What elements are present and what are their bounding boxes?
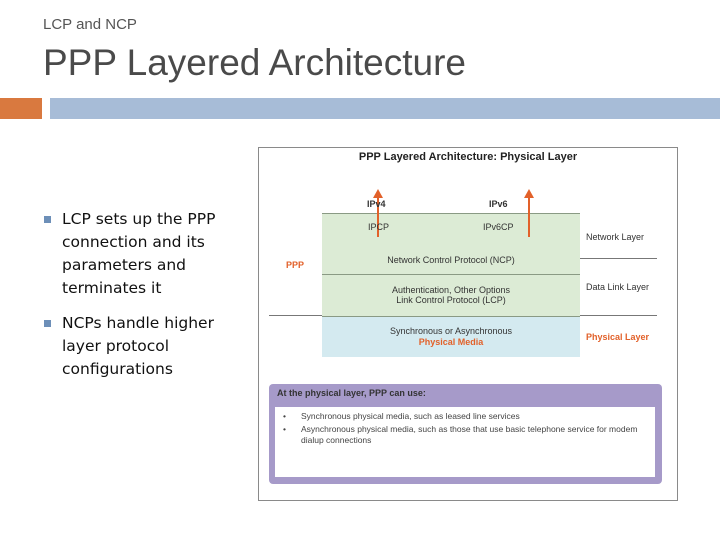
square-bullet-icon bbox=[44, 216, 51, 223]
ncp-label: Network Control Protocol (NCP) bbox=[387, 255, 515, 265]
square-bullet-icon bbox=[44, 320, 51, 327]
slide-title: PPP Layered Architecture bbox=[43, 42, 467, 83]
physical-layer-info-panel: At the physical layer, PPP can use: • Sy… bbox=[269, 384, 662, 484]
ipv4-label: IPv4 bbox=[367, 199, 386, 209]
lcp-label-line2: Link Control Protocol (LCP) bbox=[396, 295, 506, 305]
bullet-dot: • bbox=[283, 424, 286, 434]
physical-layer-label: Physical Layer bbox=[586, 332, 650, 342]
slide-subtitle: LCP and NCP bbox=[43, 16, 137, 33]
panel-item-text: Asynchronous physical media, such as tho… bbox=[301, 424, 638, 445]
network-layer-label: Network Layer bbox=[586, 232, 645, 242]
data-link-layer-label: Data Link Layer bbox=[586, 282, 650, 292]
figure-title: PPP Layered Architecture: Physical Layer bbox=[358, 151, 578, 163]
panel-item-text: Synchronous physical media, such as leas… bbox=[301, 411, 520, 421]
bullet-text: NCPs handle higher layer protocol config… bbox=[62, 314, 214, 378]
ipv6cp-label: IPv6CP bbox=[483, 222, 514, 232]
lcp-label-line1: Authentication, Other Options bbox=[391, 285, 511, 295]
physical-media-label: Physical Media bbox=[418, 337, 484, 347]
sync-async-label: Synchronous or Asynchronous bbox=[389, 326, 513, 336]
data-link-layer-line bbox=[580, 315, 657, 316]
ppp-label: PPP bbox=[286, 260, 305, 270]
ipcp-label: IPCP bbox=[368, 222, 390, 232]
title-rule-accent bbox=[0, 98, 42, 119]
bullet-text: LCP sets up the PPP connection and its p… bbox=[62, 210, 216, 297]
physical-media-layer bbox=[322, 316, 580, 357]
bullet-item: NCPs handle higher layer protocol config… bbox=[44, 312, 244, 381]
bullet-item: LCP sets up the PPP connection and its p… bbox=[44, 208, 244, 300]
ppp-bracket-line bbox=[269, 315, 322, 316]
ipv6-label: IPv6 bbox=[489, 199, 508, 209]
title-rule-bar bbox=[50, 98, 720, 119]
ncp-layer bbox=[322, 213, 580, 274]
panel-body: • Synchronous physical media, such as le… bbox=[275, 407, 655, 477]
network-layer-line bbox=[580, 258, 657, 259]
ppp-architecture-figure: PPP Layered Architecture: Physical Layer… bbox=[258, 147, 678, 501]
bullet-dot: • bbox=[283, 411, 286, 421]
panel-title: At the physical layer, PPP can use: bbox=[277, 388, 426, 398]
lcp-layer bbox=[322, 274, 580, 316]
bullet-list: LCP sets up the PPP connection and its p… bbox=[44, 208, 244, 393]
